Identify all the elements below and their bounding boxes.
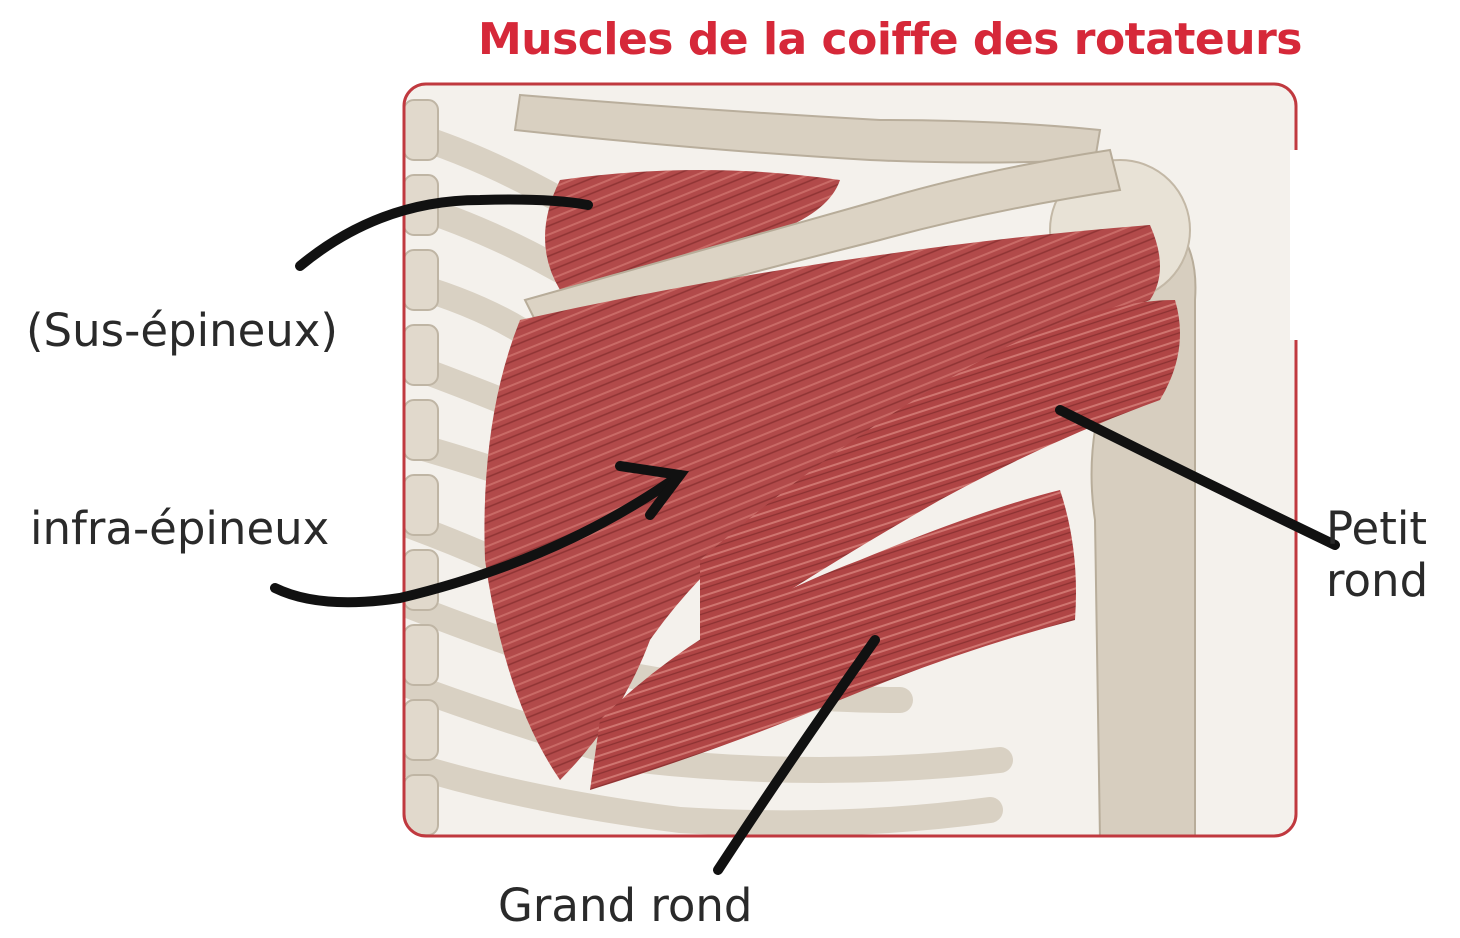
label-infraspinatus: infra-épineux — [30, 503, 329, 555]
frame-gap — [1290, 150, 1302, 340]
label-teres-minor: Petit rond — [1326, 503, 1428, 607]
label-supraspinatus: (Sus-épineux) — [26, 305, 338, 357]
label-teres-major: Grand rond — [498, 880, 752, 932]
label-teres-minor-line2: rond — [1326, 555, 1428, 607]
label-teres-minor-line1: Petit — [1326, 503, 1428, 555]
